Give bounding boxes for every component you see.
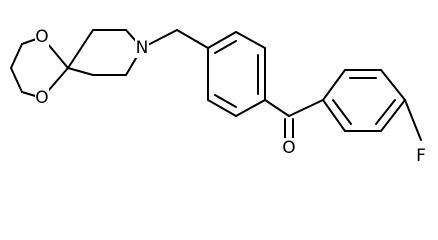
oxygen-bottom-atom: O: [35, 88, 49, 108]
bond-benzene1-double-3: [214, 94, 237, 108]
bond-benzene2-6: [322, 99, 346, 132]
bond-benzene2-4: [380, 99, 406, 132]
fluorine-atom: F: [414, 146, 428, 166]
oxygen-ketone-label: O: [282, 138, 295, 158]
bond-benzene1-double-1: [214, 40, 237, 54]
bond-aryl-carbonyl: [264, 99, 290, 117]
bond-benzene2-double-2: [375, 99, 396, 125]
bond-benzene2-1: [322, 69, 346, 101]
bond-piperidine-1: [67, 29, 94, 69]
bond-piperidine-6: [67, 67, 94, 76]
bonds: [10, 29, 422, 141]
nitrogen-atom: N: [135, 38, 149, 58]
nitrogen-label: N: [136, 38, 149, 58]
oxygen-ketone-atom: O: [282, 138, 296, 158]
bond-c-f: [404, 99, 422, 141]
oxygen-bottom-label: O: [35, 88, 48, 108]
bond-benzene1-5: [207, 99, 237, 117]
bond-benzene1-2: [235, 31, 266, 49]
bond-benzene1-1: [207, 31, 237, 49]
atom-labels: N O O O F: [35, 27, 428, 166]
oxygen-top-label: O: [35, 27, 48, 47]
bond-benzene2-3: [380, 69, 406, 101]
bond-dioxolane-2: [10, 67, 23, 93]
bond-benzene2-double-3: [332, 99, 352, 125]
bond-benzene1-4: [235, 99, 266, 117]
oxygen-top-atom: O: [35, 27, 49, 47]
molecule-structure: N O O O F: [10, 27, 428, 166]
bond-carbonyl-aryl2: [288, 99, 324, 117]
fluorine-label: F: [416, 146, 426, 166]
bond-ch2-aryl: [176, 29, 209, 49]
bond-dioxolane-1: [10, 43, 23, 69]
